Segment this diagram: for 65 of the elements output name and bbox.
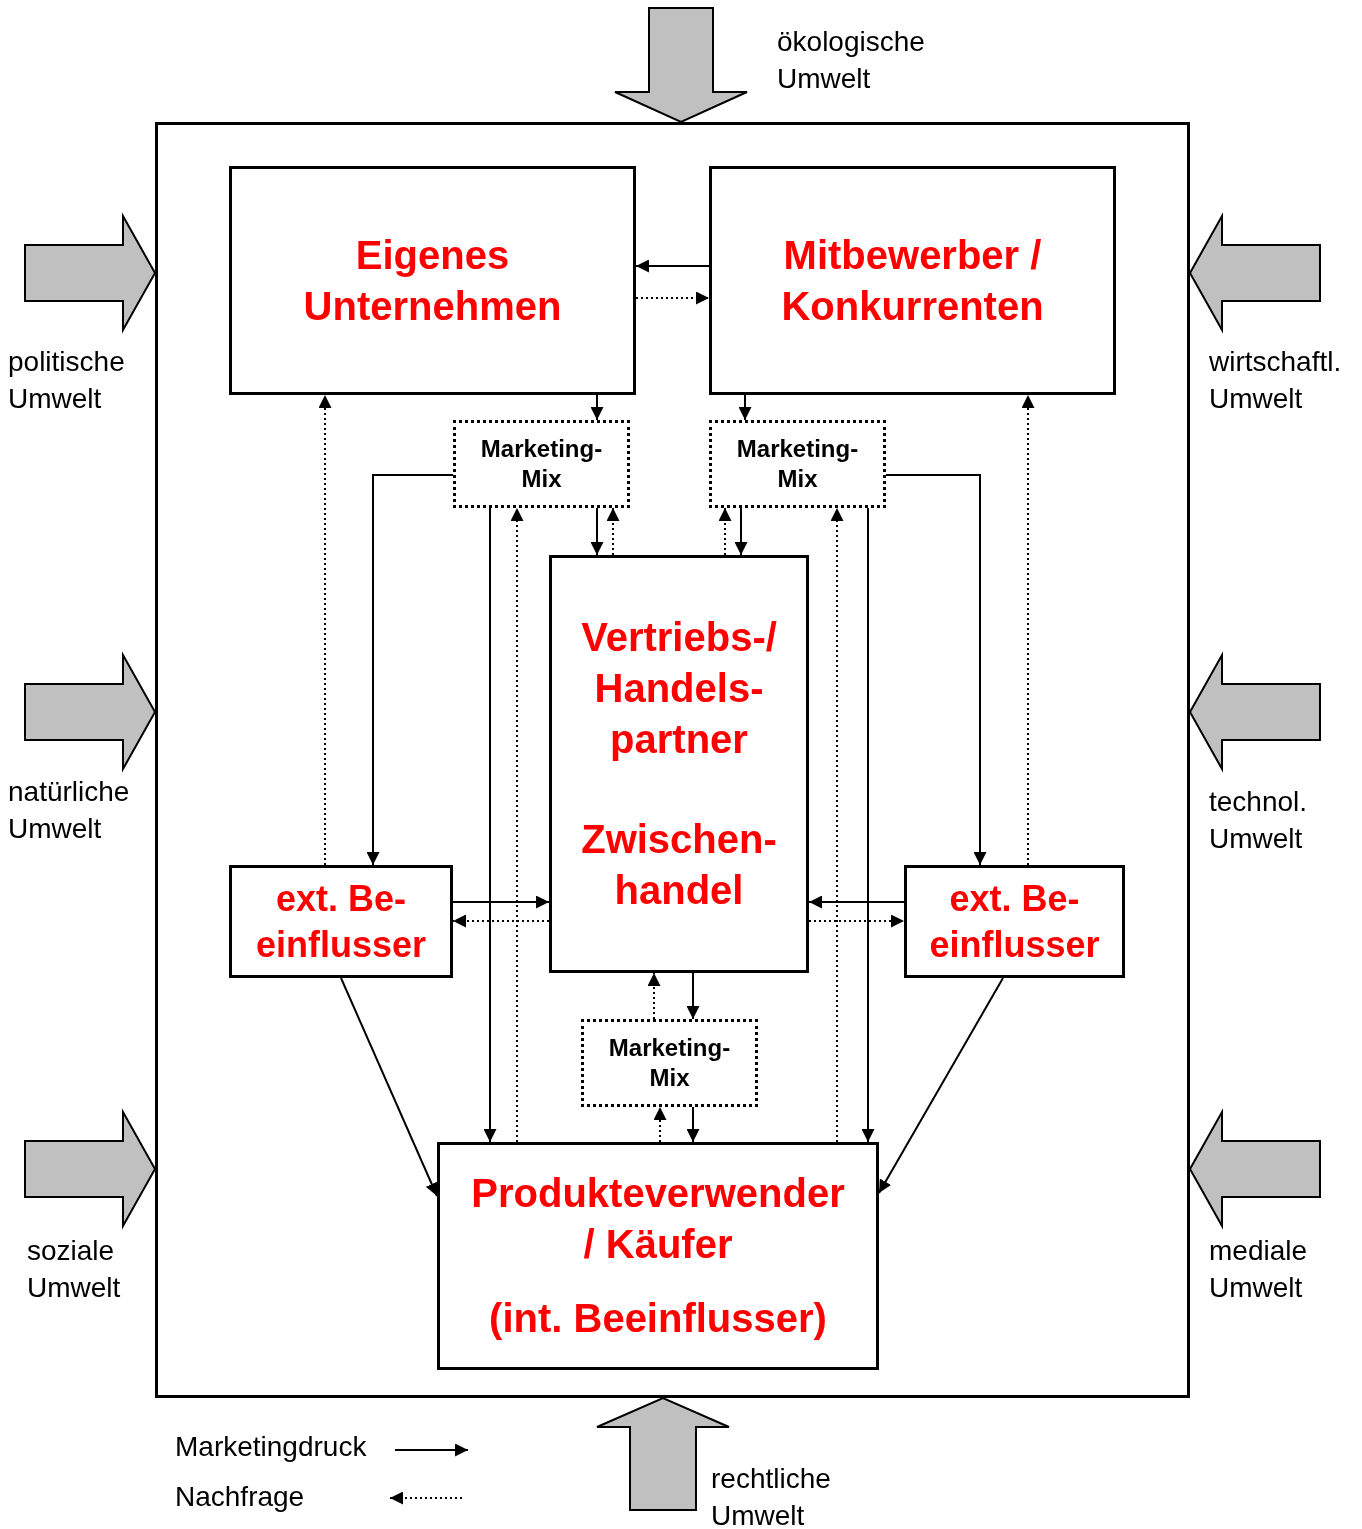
arrow	[590, 507, 604, 556]
arrow	[861, 507, 875, 1143]
environment-label: natürliche Umwelt	[8, 775, 131, 846]
arrow	[885, 474, 987, 866]
dotted-box	[453, 420, 630, 508]
arrow	[808, 895, 905, 909]
arrow	[366, 474, 454, 866]
dotted-arrow	[647, 972, 661, 1020]
arrow	[738, 394, 752, 421]
arrow	[686, 1106, 700, 1143]
environment-label: politische Umwelt	[8, 345, 126, 416]
environment-label: mediale Umwelt	[1209, 1234, 1309, 1305]
dotted-arrow	[318, 394, 332, 866]
box-title: (int. Beeinflusser)	[489, 1295, 827, 1343]
dotted-arrow	[510, 507, 524, 1143]
dotted-arrow	[808, 914, 905, 928]
environment-label: ökologische Umwelt	[777, 25, 926, 96]
box-title: Produkteverwender / Käufer	[470, 1169, 846, 1268]
dotted-box	[709, 420, 886, 508]
environment-label: soziale Umwelt	[27, 1234, 122, 1305]
outer-frame	[155, 122, 1190, 1398]
dotted-arrow	[718, 507, 732, 556]
arrow	[340, 977, 438, 1197]
block-arrow	[1188, 651, 1321, 773]
block-arrow	[24, 651, 157, 773]
dotted-arrow	[830, 507, 844, 1143]
arrow	[878, 977, 1004, 1194]
arrow	[590, 394, 604, 421]
box-title: Eigenes Unternehmen	[302, 231, 563, 330]
box-title: ext. Be- einflusser	[928, 876, 1101, 967]
process-box	[229, 865, 453, 978]
dotted-arrow	[452, 914, 550, 928]
dotted-arrow	[606, 507, 620, 556]
process-box	[437, 1142, 879, 1370]
box-title: Marketing- Mix	[607, 1032, 732, 1093]
dotted-arrow	[653, 1106, 667, 1143]
block-arrow	[1188, 1108, 1321, 1230]
block-arrow	[614, 7, 748, 124]
box-title: Vertriebs-/ Handels- partner	[580, 614, 778, 763]
block-arrow	[24, 1108, 157, 1230]
box-title: Marketing- Mix	[735, 433, 860, 494]
dotted-box	[581, 1019, 758, 1107]
block-arrow	[24, 212, 157, 334]
legend-text: Nachfrage	[175, 1480, 305, 1514]
environment-label: technol. Umwelt	[1209, 785, 1309, 856]
box-title: Marketing- Mix	[479, 433, 604, 494]
environment-label: rechtliche Umwelt	[711, 1462, 832, 1529]
dotted-arrow	[1021, 394, 1035, 866]
legend-text: Marketingdruck	[175, 1430, 367, 1464]
process-box	[709, 166, 1116, 395]
arrow	[734, 507, 748, 556]
arrow	[483, 507, 497, 1143]
block-arrow	[596, 1396, 730, 1511]
box-title: Mitbewerber / Konkurrenten	[780, 231, 1045, 330]
block-arrow	[1188, 212, 1321, 334]
arrow	[635, 259, 710, 273]
box-title: Zwischen- handel	[580, 816, 778, 915]
environment-label: wirtschaftl. Umwelt	[1209, 345, 1343, 416]
process-box	[904, 865, 1125, 978]
arrow	[686, 972, 700, 1020]
box-title: ext. Be- einflusser	[254, 876, 428, 967]
dotted-arrow	[635, 291, 710, 305]
process-box	[549, 555, 809, 973]
process-box	[229, 166, 636, 395]
arrow	[452, 895, 550, 909]
